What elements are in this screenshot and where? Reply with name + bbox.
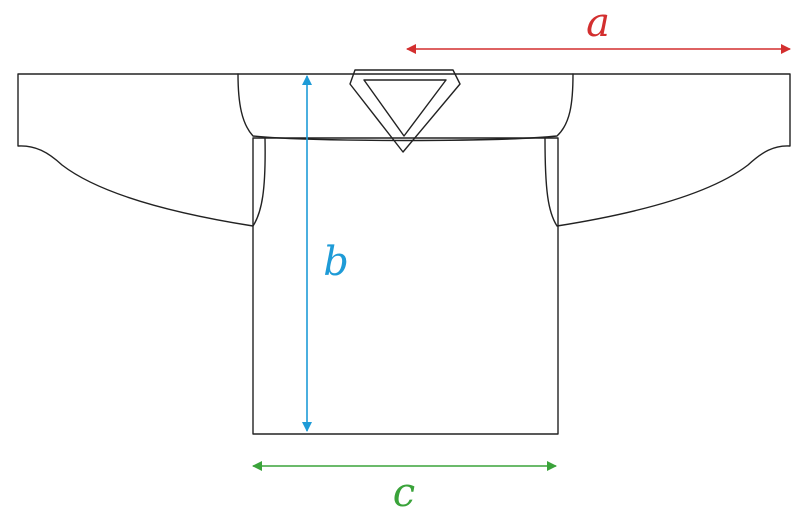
dimension-b-label: b [323,239,349,285]
jersey-body [252,137,559,435]
right-sleeve [544,73,791,227]
dimension-c-label: c [393,470,415,510]
collar-inner [363,79,447,137]
left-sleeve [17,73,266,227]
collar-outer [349,69,461,153]
dimension-a-label: a [586,0,610,46]
shoulder-yoke [237,73,574,142]
